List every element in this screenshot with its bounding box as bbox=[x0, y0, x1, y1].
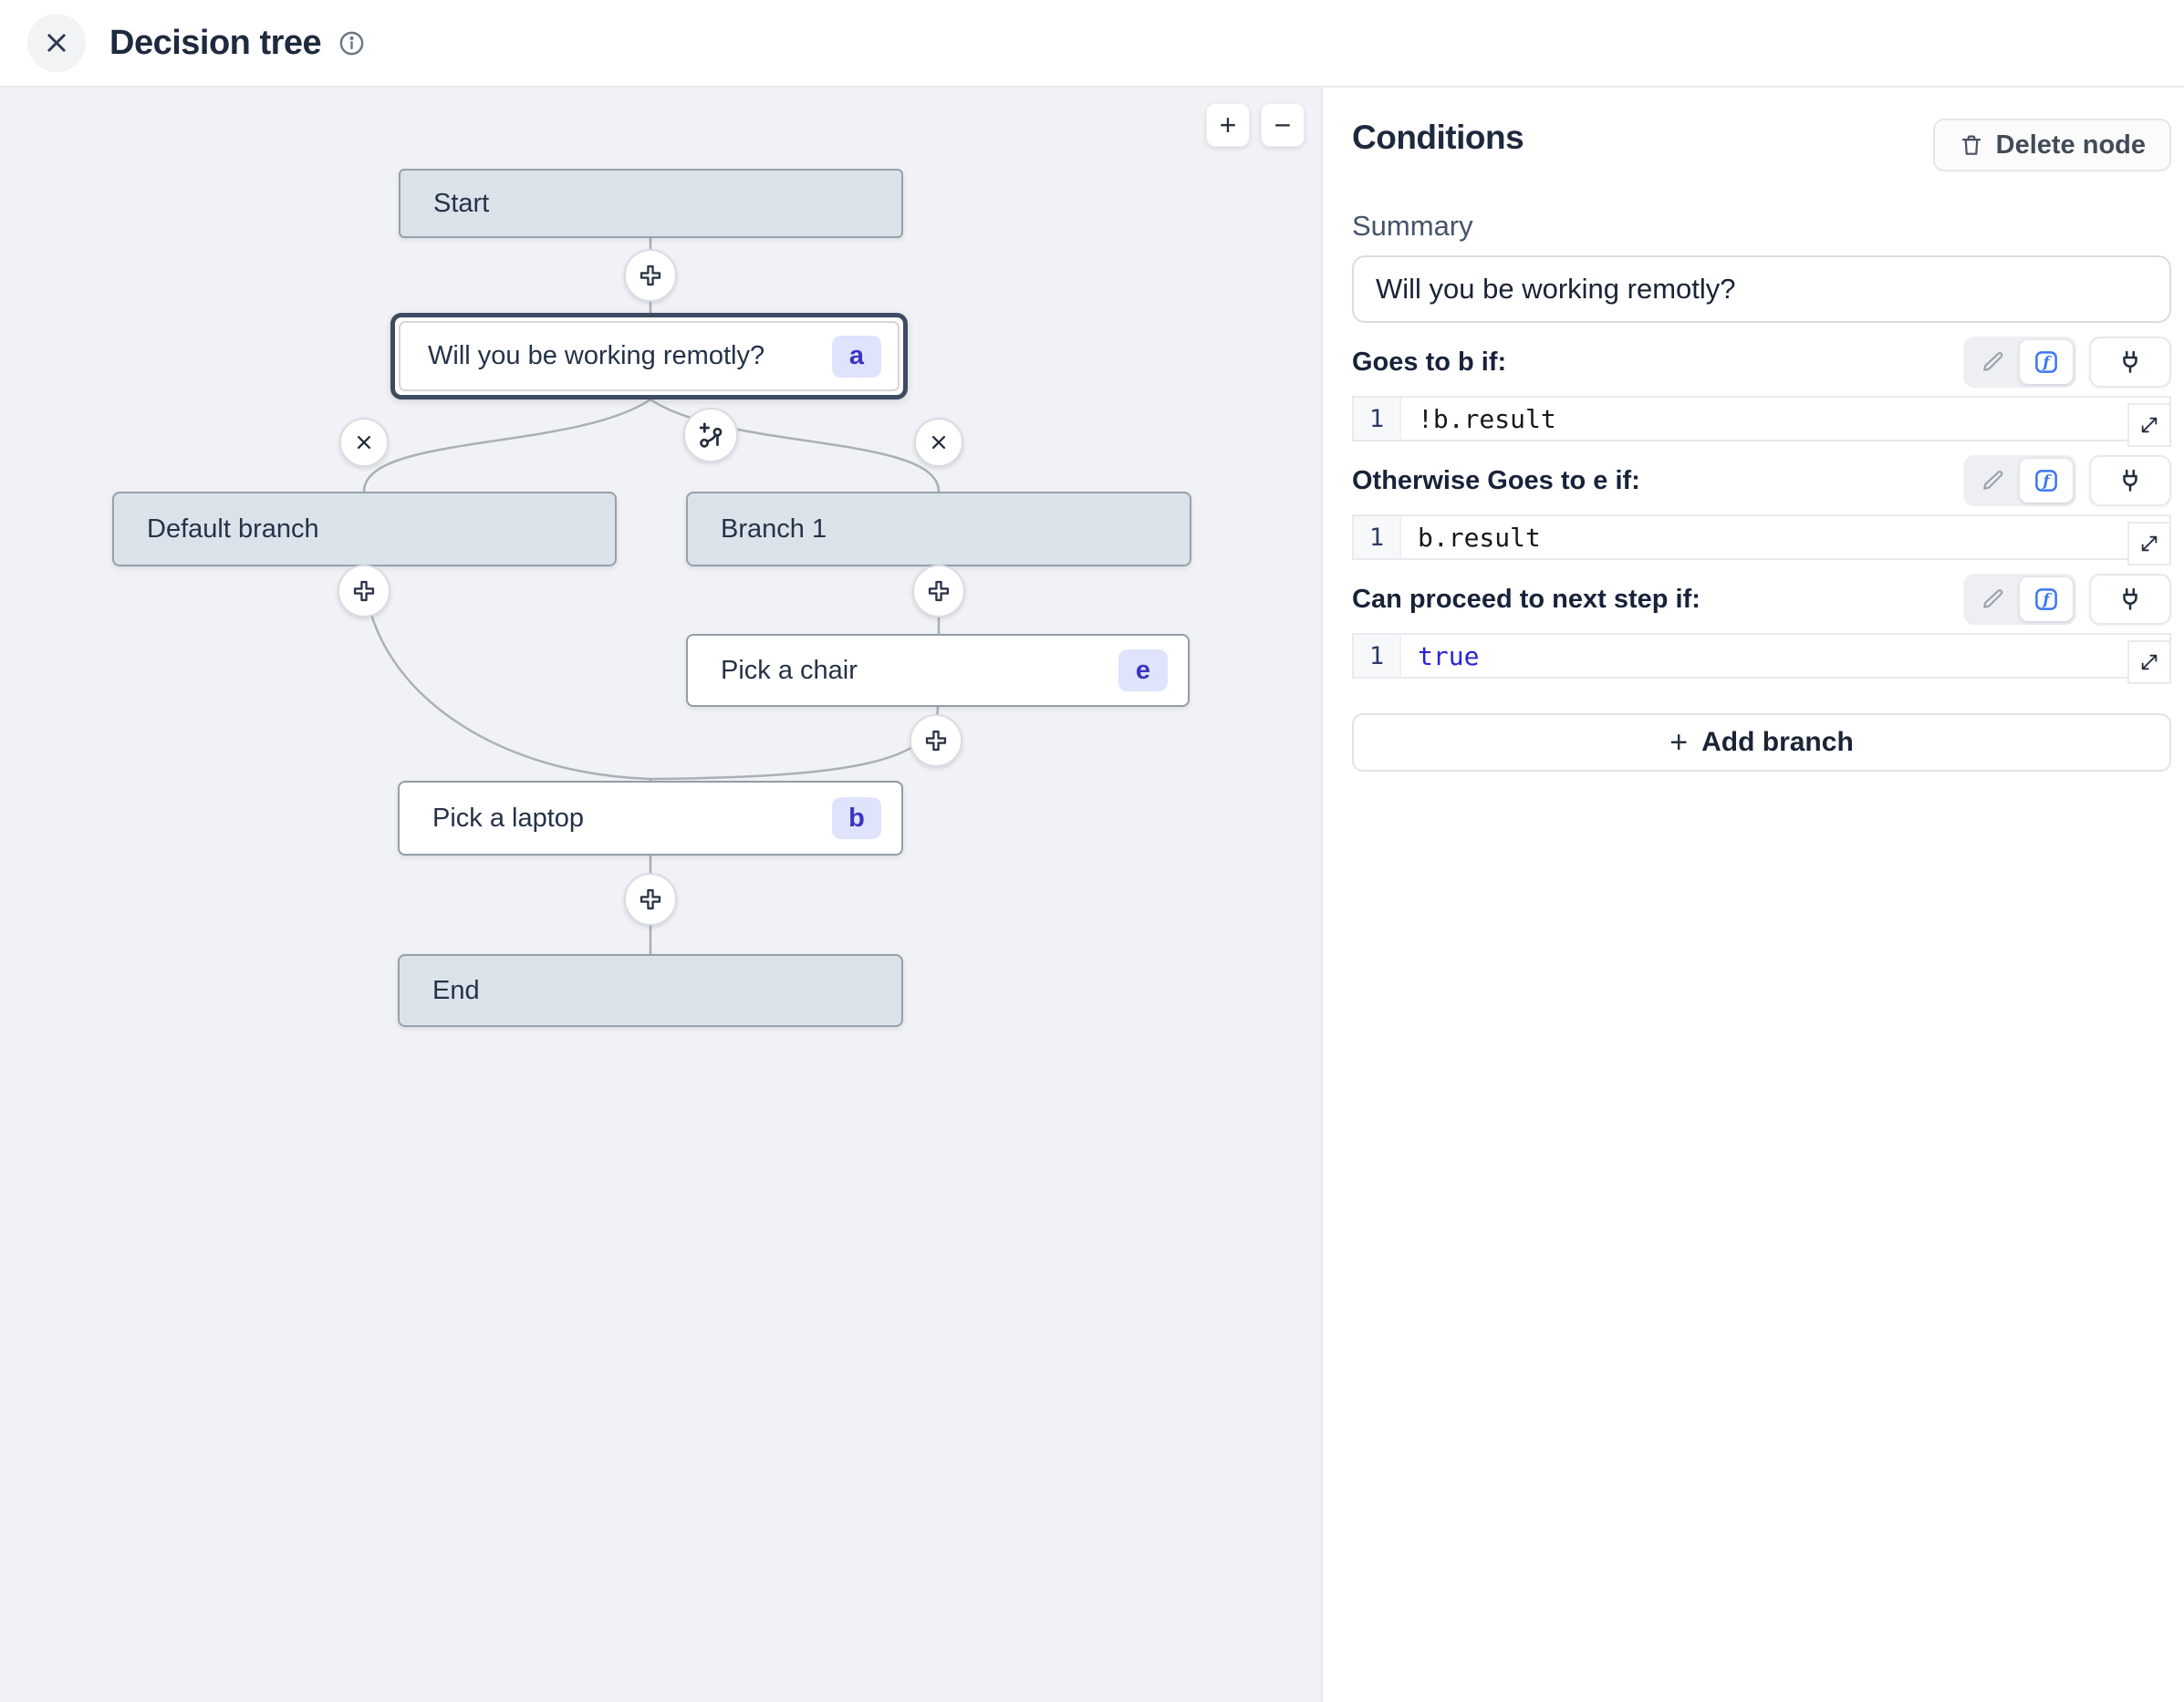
main-split: Start Will you be working remotly? a Def… bbox=[0, 88, 2184, 1702]
connect-data-button[interactable] bbox=[2089, 455, 2171, 506]
plug-icon bbox=[2116, 348, 2144, 376]
plug-icon bbox=[2116, 467, 2144, 494]
code-editor-can-proceed[interactable]: 1 true bbox=[1352, 633, 2171, 684]
close-button[interactable] bbox=[27, 14, 86, 72]
info-icon[interactable] bbox=[338, 29, 366, 57]
close-icon bbox=[43, 29, 70, 57]
condition-label: Can proceed to next step if: bbox=[1352, 584, 1700, 614]
node-label: Pick a chair bbox=[721, 655, 858, 685]
add-branch-label: Add branch bbox=[1701, 727, 1854, 757]
add-branch-button[interactable]: + Add branch bbox=[1352, 713, 2171, 772]
add-branch-split-button[interactable] bbox=[683, 408, 738, 462]
fx-icon: f bbox=[2033, 348, 2060, 376]
trash-icon bbox=[1959, 132, 1984, 158]
svg-text:f: f bbox=[2042, 590, 2052, 608]
expand-icon bbox=[2139, 652, 2159, 672]
plus-icon bbox=[638, 887, 663, 912]
node-start[interactable]: Start bbox=[399, 169, 903, 238]
page-title: Decision tree bbox=[109, 23, 322, 62]
plus-icon bbox=[638, 263, 663, 288]
plus-icon bbox=[923, 728, 949, 753]
plus-icon: + bbox=[1669, 724, 1689, 760]
function-mode-button[interactable]: f bbox=[2020, 577, 2073, 621]
panel-header: Conditions Delete node bbox=[1352, 119, 2171, 171]
code-editor-goes-to-e[interactable]: 1 b.result bbox=[1352, 514, 2171, 566]
panel-title: Conditions bbox=[1352, 119, 1524, 156]
condition-group: Can proceed to next step if: f bbox=[1352, 573, 2171, 684]
node-branch-1[interactable]: Branch 1 bbox=[686, 492, 1191, 566]
line-number: 1 bbox=[1354, 635, 1401, 677]
editor-mode-toggle: f bbox=[1963, 574, 2076, 625]
zoom-in-button[interactable]: + bbox=[1206, 103, 1250, 147]
node-pick-chair[interactable]: Pick a chair e bbox=[686, 634, 1190, 707]
node-badge: e bbox=[1118, 649, 1168, 691]
edit-mode-button[interactable] bbox=[1967, 459, 2020, 503]
branch-plus-icon bbox=[696, 420, 725, 450]
add-node-button[interactable] bbox=[624, 249, 677, 302]
node-default-branch[interactable]: Default branch bbox=[112, 492, 617, 566]
code-text: b.result bbox=[1418, 522, 1541, 553]
line-number: 1 bbox=[1354, 398, 1401, 440]
condition-label: Goes to b if: bbox=[1352, 347, 1507, 377]
x-icon bbox=[354, 432, 374, 452]
top-bar: Decision tree bbox=[0, 0, 2184, 88]
node-question[interactable]: Will you be working remotly? a bbox=[390, 313, 908, 400]
expand-editor-button[interactable] bbox=[2127, 522, 2171, 566]
delete-node-button[interactable]: Delete node bbox=[1932, 119, 2171, 171]
add-node-button[interactable] bbox=[624, 873, 677, 926]
condition-group: Goes to b if: f bbox=[1352, 336, 2171, 447]
code-text: true bbox=[1418, 640, 1480, 671]
fx-icon: f bbox=[2033, 467, 2060, 494]
pencil-icon bbox=[1981, 587, 2005, 611]
line-number: 1 bbox=[1354, 516, 1401, 558]
expand-editor-button[interactable] bbox=[2127, 403, 2171, 447]
pencil-icon bbox=[1981, 469, 2005, 493]
node-label: Pick a laptop bbox=[432, 803, 585, 833]
editor-mode-toggle: f bbox=[1963, 455, 2076, 506]
delete-branch-button[interactable] bbox=[339, 418, 389, 467]
code-editor-goes-to-b[interactable]: 1 !b.result bbox=[1352, 396, 2171, 447]
connect-data-button[interactable] bbox=[2089, 337, 2171, 388]
summary-label: Summary bbox=[1352, 210, 1473, 242]
pencil-icon bbox=[1981, 350, 2005, 374]
conditions-panel: Conditions Delete node Summary Goes to b… bbox=[1323, 88, 2184, 1702]
function-mode-button[interactable]: f bbox=[2020, 459, 2073, 503]
node-label: Start bbox=[433, 188, 490, 218]
function-mode-button[interactable]: f bbox=[2020, 340, 2073, 384]
code-text: !b.result bbox=[1418, 403, 1556, 434]
edit-mode-button[interactable] bbox=[1967, 577, 2020, 621]
plus-icon bbox=[926, 578, 952, 604]
node-badge: a bbox=[832, 335, 881, 378]
expand-icon bbox=[2139, 534, 2159, 554]
expand-editor-button[interactable] bbox=[2127, 640, 2171, 684]
fx-icon: f bbox=[2033, 586, 2060, 613]
x-icon bbox=[929, 432, 949, 452]
add-node-button[interactable] bbox=[910, 714, 962, 767]
svg-text:f: f bbox=[2042, 353, 2052, 371]
expand-icon bbox=[2139, 415, 2159, 435]
editor-mode-toggle: f bbox=[1963, 337, 2076, 388]
condition-label: Otherwise Goes to e if: bbox=[1352, 465, 1640, 495]
edit-mode-button[interactable] bbox=[1967, 340, 2020, 384]
node-label: Will you be working remotly? bbox=[428, 341, 765, 370]
plug-icon bbox=[2116, 586, 2144, 613]
plus-icon bbox=[351, 578, 377, 604]
node-end[interactable]: End bbox=[398, 954, 903, 1027]
connect-data-button[interactable] bbox=[2089, 574, 2171, 625]
svg-text:f: f bbox=[2042, 472, 2052, 490]
node-label: End bbox=[432, 975, 480, 1005]
summary-input[interactable] bbox=[1352, 255, 2171, 323]
flow-canvas[interactable]: Start Will you be working remotly? a Def… bbox=[0, 88, 1323, 1702]
add-node-button[interactable] bbox=[912, 565, 965, 617]
condition-group: Otherwise Goes to e if: f bbox=[1352, 454, 2171, 566]
node-badge: b bbox=[832, 797, 881, 839]
node-label: Branch 1 bbox=[721, 514, 827, 544]
zoom-out-button[interactable]: − bbox=[1261, 103, 1305, 147]
node-pick-laptop[interactable]: Pick a laptop b bbox=[398, 781, 903, 856]
delete-branch-button[interactable] bbox=[914, 418, 963, 467]
delete-node-label: Delete node bbox=[1995, 130, 2146, 160]
add-node-button[interactable] bbox=[338, 565, 390, 617]
node-label: Default branch bbox=[147, 514, 319, 544]
